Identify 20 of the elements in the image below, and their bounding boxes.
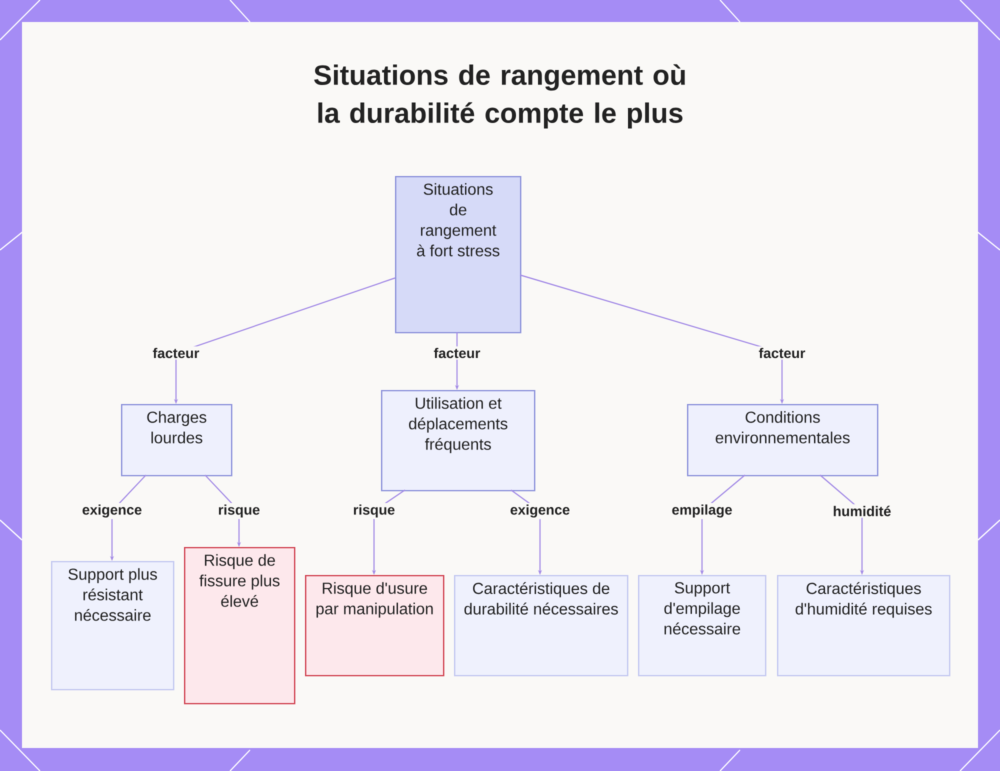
process-box: Charges lourdes xyxy=(121,404,232,476)
edge-label: facteur xyxy=(151,346,201,360)
risk-box: Risque d'usure par manipulation xyxy=(305,575,444,676)
process-box: Support plus résistant nécessaire xyxy=(51,561,174,690)
edge-label: risque xyxy=(216,502,262,520)
title: Situations de rangement où la durabilité compte le plus xyxy=(314,64,685,129)
edge-label: humidité xyxy=(831,504,893,518)
edge-label: risque xyxy=(352,502,397,520)
process-box: Conditions environnementales xyxy=(687,404,878,476)
edge-label: facteur xyxy=(757,346,807,360)
process-box: Utilisation et déplacements fréquents xyxy=(381,390,536,492)
edge-label: exigence xyxy=(80,502,144,520)
edge-label: empilage xyxy=(670,502,734,520)
process-box: Caractéristiques d'humidité requises xyxy=(777,575,950,676)
process-box: Support d'empilage nécessaire xyxy=(638,575,766,676)
edge-label: exigence xyxy=(508,502,572,520)
root-box: Situations de rangement à fort stress xyxy=(395,176,522,334)
risk-box: Risque de fissure plus élevé xyxy=(184,547,296,704)
process-box: Caractéristiques de durabilité nécessaires xyxy=(454,575,628,676)
edge-label: facteur xyxy=(432,346,482,360)
